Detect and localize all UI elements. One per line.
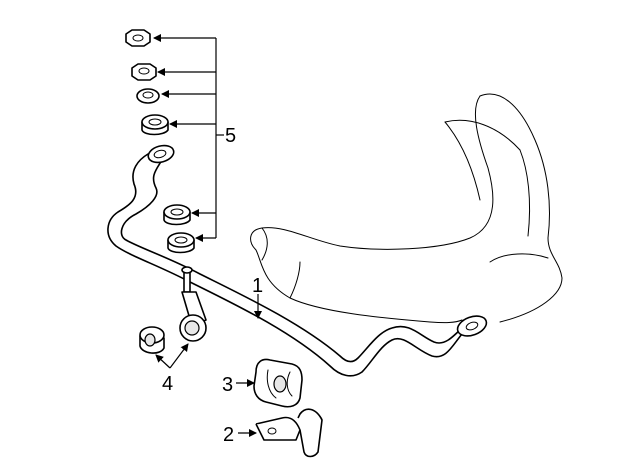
- callout-2-label: 2: [223, 424, 234, 446]
- callout-4-leaders: [155, 343, 189, 369]
- stabilizer-link: [179, 266, 207, 342]
- bushing-upper: [141, 114, 169, 136]
- callout-3-label: 3: [222, 374, 233, 396]
- washer: [136, 88, 160, 104]
- bushing-lower-1: [163, 204, 191, 226]
- hex-nut-second: [131, 63, 157, 81]
- mounting-bracket: [255, 408, 323, 458]
- link-bushing: [139, 326, 165, 354]
- callout-4-label: 4: [162, 373, 173, 395]
- bushing-lower-2: [167, 232, 195, 254]
- callout-1-label: 1: [252, 275, 263, 297]
- hex-nut-top: [125, 29, 151, 47]
- callout-5-leaders: [153, 34, 224, 242]
- callout-5-label: 5: [225, 125, 236, 147]
- frame-crossmember: [250, 93, 563, 324]
- stabilizer-bar: [107, 144, 488, 377]
- bar-insulator: [253, 358, 303, 408]
